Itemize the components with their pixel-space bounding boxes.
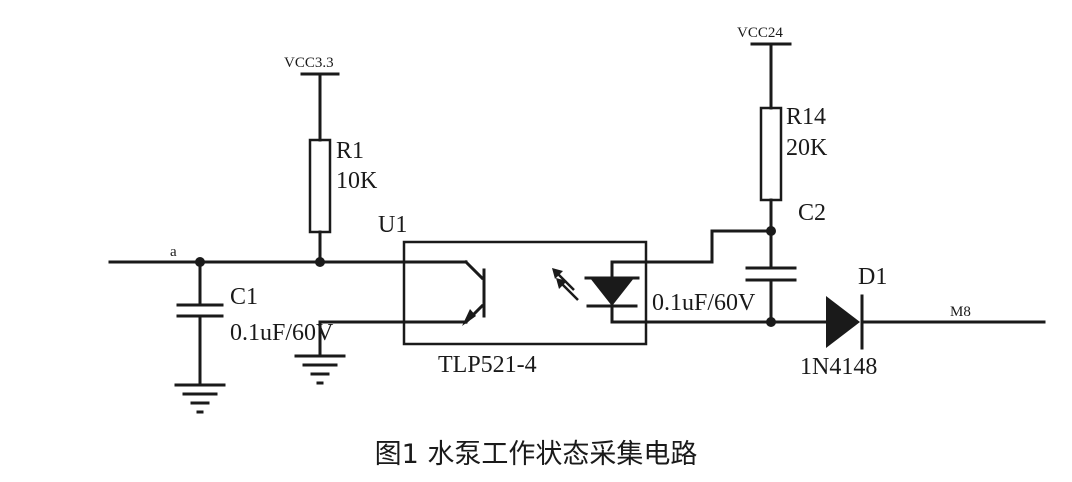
net-a: a [108,244,406,267]
r1-ref: R1 [336,138,364,164]
diode-d1: D1 1N4148 [800,264,887,380]
net-m8-label: M8 [950,304,971,320]
resistor-r1: R1 10K [308,138,378,264]
ground-symbol-c1 [174,383,226,414]
r1-value: 10K [336,168,378,194]
vcc24-label: VCC24 [737,25,783,41]
c1-value: 0.1uF/60V [230,320,334,346]
r14-value: 20K [786,135,828,161]
u1-ref: U1 [378,212,407,238]
vcc33-supply: VCC3.3 [284,55,340,142]
vcc24-supply: VCC24 [737,25,792,110]
d1-part: 1N4148 [800,354,877,380]
c2-value: 0.1uF/60V [652,290,756,316]
capacitor-c1: C1 0.1uF/60V [176,260,334,387]
optocoupler-u1: U1 TLP521-4 [378,212,648,378]
u1-part: TLP521-4 [438,352,537,378]
figure-caption: 图1 水泵工作状态采集电路 [374,439,698,470]
vcc33-label: VCC3.3 [284,55,334,71]
ground-symbol-u1 [294,320,406,385]
net-a-label: a [170,244,177,260]
junction-dot [315,257,325,267]
net-m8: M8 [860,304,1046,324]
resistor-r14: R14 20K [759,104,828,270]
junction-dot [766,226,776,236]
phototransistor [402,259,486,326]
anode-wiring [644,226,776,264]
d1-ref: D1 [858,264,887,290]
light-emission-arrows [552,268,579,301]
capacitor-c2: C2 0.1uF/60V [652,200,826,327]
r14-ref: R14 [786,104,826,130]
c1-ref: C1 [230,284,258,310]
c2-ref: C2 [798,200,826,226]
circuit-diagram: VCC3.3 R1 10K a C1 0.1uF/60V [108,25,1046,414]
led-emitter [584,260,648,324]
